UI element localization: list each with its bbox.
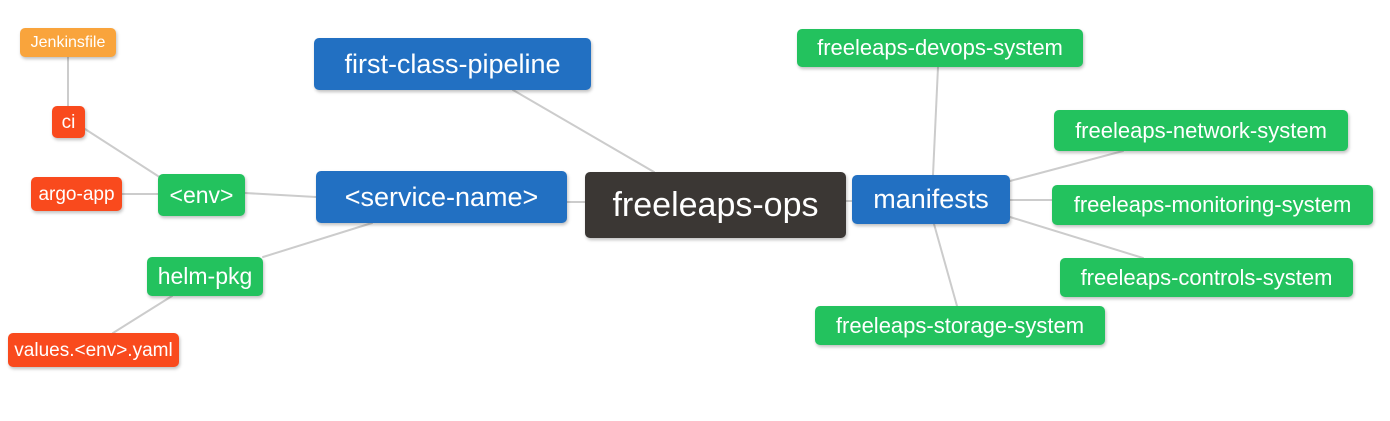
node-freeleaps-devops-system[interactable]: freeleaps-devops-system <box>797 29 1083 67</box>
node-helm-pkg[interactable]: helm-pkg <box>147 257 263 296</box>
node-freeleaps-ops[interactable]: freeleaps-ops <box>585 172 846 238</box>
edge-env--service-name <box>244 192 317 198</box>
node-freeleaps-storage-system[interactable]: freeleaps-storage-system <box>815 306 1105 345</box>
edge-helm-pkg--service-name <box>262 222 373 258</box>
node-jenkinsfile[interactable]: Jenkinsfile <box>20 28 116 57</box>
edge-first-class-pipeline--freeleaps-ops <box>512 89 655 173</box>
node-values-env-yaml[interactable]: values.<env>.yaml <box>8 333 179 367</box>
node-argo-app[interactable]: argo-app <box>31 177 122 211</box>
node-freeleaps-network-system[interactable]: freeleaps-network-system <box>1054 110 1348 151</box>
edge-values-env-yaml--helm-pkg <box>112 295 173 334</box>
edge-manifests--freeleaps-storage-system <box>933 223 958 307</box>
edge-ci--env <box>84 128 162 179</box>
edge-manifests--freeleaps-devops-system <box>932 66 939 176</box>
node-freeleaps-monitoring-system[interactable]: freeleaps-monitoring-system <box>1052 185 1373 225</box>
node-first-class-pipeline[interactable]: first-class-pipeline <box>314 38 591 90</box>
node-manifests[interactable]: manifests <box>852 175 1010 224</box>
node-env[interactable]: <env> <box>158 174 245 216</box>
edge-manifests--freeleaps-network-system <box>1009 150 1124 182</box>
node-freeleaps-controls-system[interactable]: freeleaps-controls-system <box>1060 258 1353 297</box>
node-service-name[interactable]: <service-name> <box>316 171 567 223</box>
node-ci[interactable]: ci <box>52 106 85 138</box>
